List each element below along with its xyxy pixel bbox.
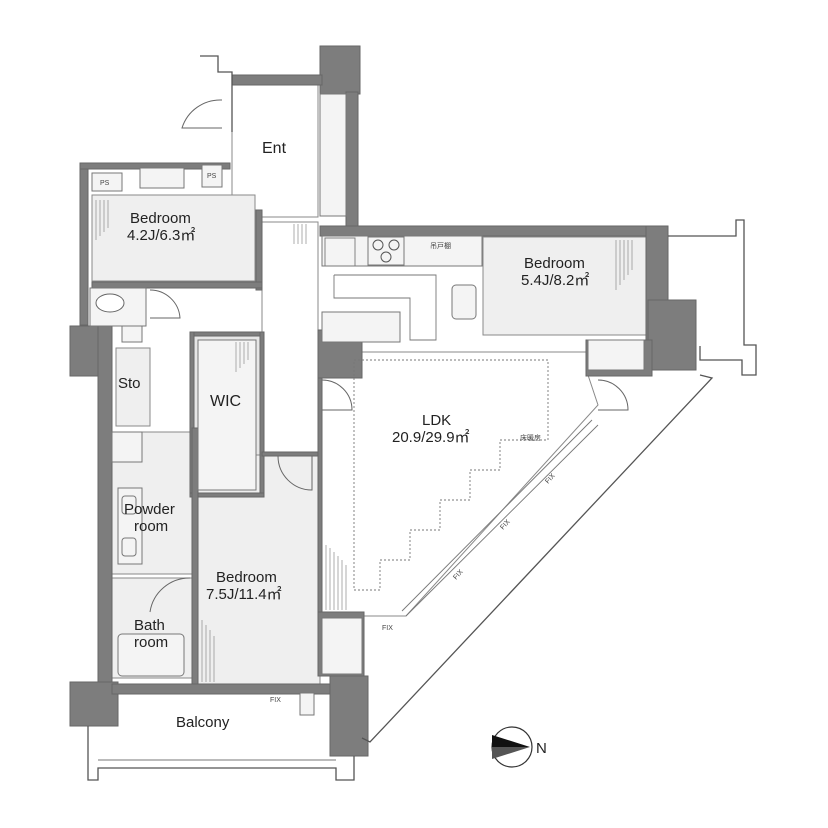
hatch-hall <box>293 224 307 244</box>
door-bedmain <box>277 455 313 491</box>
fix-label: FIX <box>270 697 281 704</box>
hatch-bedroom-east <box>615 240 633 290</box>
bedroom-east-room <box>482 236 649 336</box>
washer-tray <box>111 431 143 463</box>
closet-bedmain <box>321 617 363 675</box>
burner-icon <box>388 239 400 251</box>
ldk-diagonal-inner <box>405 424 599 617</box>
east-balcony-outline <box>668 219 757 376</box>
burner-icon <box>380 251 392 263</box>
room-size-ldk: 20.9/29.9㎡ <box>392 429 470 446</box>
ps-box <box>91 172 123 192</box>
room-label-bedroom-main: Bedroom <box>216 569 277 586</box>
compass-north-label: N <box>536 740 547 757</box>
room-size-bedroom-north: 4.2J/6.3㎡ <box>127 227 195 244</box>
door-bath <box>149 577 191 613</box>
powder-sink <box>121 495 137 515</box>
closet-east <box>587 339 645 371</box>
ldk-diagonal-balcony <box>361 374 714 743</box>
wall-ent-left-top <box>200 55 233 132</box>
door-bedroom-north <box>149 289 181 319</box>
floor-heating-area <box>353 359 549 591</box>
small-sink <box>121 325 143 343</box>
floor-heating-label: 床暖房 <box>520 433 541 442</box>
room-label-bath-1: Bath <box>134 617 165 634</box>
column-east <box>647 299 697 371</box>
balcony-outline <box>87 726 355 781</box>
ps-label: PS <box>100 180 110 187</box>
room-label-balcony: Balcony <box>176 714 230 731</box>
room-size-bedroom-main: 7.5J/11.4㎡ <box>206 586 282 603</box>
bathtub <box>117 633 185 677</box>
walls <box>69 45 757 781</box>
room-label-bedroom-north: Bedroom <box>130 210 191 227</box>
door-balcony-east <box>597 379 629 411</box>
ent-shoe-closet <box>319 93 347 217</box>
door-ldk <box>321 379 353 411</box>
stove <box>367 236 405 266</box>
hatch-bedmain <box>201 620 215 682</box>
ldk-diagonal-inner2 <box>401 419 593 612</box>
meter-box <box>299 692 315 716</box>
room-label-bedroom-east: Bedroom <box>524 255 585 272</box>
bedroom-north-room <box>91 194 256 282</box>
ps-box <box>201 164 223 188</box>
kitchen-cabinet-area <box>324 237 356 267</box>
powder-sink-2 <box>121 537 137 557</box>
wall-ent-top <box>231 74 323 86</box>
toilet-icon <box>95 293 125 313</box>
wall-wic-frame <box>189 331 265 337</box>
wic-shelf <box>197 339 257 491</box>
shoe-cabinet <box>139 167 185 189</box>
fix-label: FIX <box>499 518 512 531</box>
column-top <box>319 45 361 95</box>
sink <box>451 284 477 320</box>
room-size-bedroom-east: 5.4J/8.2㎡ <box>521 272 589 289</box>
room-label-powder-1: Powder <box>124 501 175 518</box>
room-label-wic: WIC <box>210 393 241 410</box>
hatching <box>95 200 633 682</box>
fridge-space <box>321 311 401 343</box>
north-arrow-icon <box>491 726 533 768</box>
kitchen-cabinet-label: 吊戸棚 <box>430 241 451 250</box>
wall-ent-east <box>345 91 359 228</box>
room-label-ldk: LDK <box>422 412 451 429</box>
room-label-entrance: Ent <box>262 140 287 157</box>
column-left-bottom <box>69 681 119 727</box>
storage-room <box>115 347 151 427</box>
fix-label: FIX <box>452 568 465 581</box>
fix-label: FIX <box>544 472 557 485</box>
wall-bedmain-top <box>261 451 321 457</box>
wall-balcony-top <box>111 683 365 695</box>
ps-label: PS <box>207 173 217 180</box>
door-entrance <box>181 99 223 129</box>
room-label-powder-2: room <box>134 518 168 535</box>
wall-hall-left <box>255 209 263 291</box>
hatch-ldk <box>325 545 347 610</box>
room-label-bath-2: room <box>134 634 168 651</box>
wall-wic-bottom <box>189 492 265 498</box>
wall-ldk-left <box>317 377 323 619</box>
column-balcony-right <box>329 675 369 757</box>
hatch-wic <box>235 342 249 372</box>
fix-label: FIX <box>382 625 393 632</box>
doors <box>149 99 629 613</box>
wall-north-left <box>79 162 89 326</box>
wall-left-mid <box>97 325 113 687</box>
burner-icon <box>372 239 384 251</box>
wall-bed-north-bottom <box>91 281 263 289</box>
fixtures <box>89 93 645 716</box>
hatch-bedroom-north <box>95 200 109 240</box>
wall-wic-right <box>259 331 265 498</box>
room-label-storage: Sto <box>118 375 141 392</box>
kitchen-island-outline <box>333 274 437 341</box>
wall-powder-right <box>191 427 199 691</box>
hall <box>261 221 319 455</box>
wall-kitchen-north <box>319 225 669 237</box>
